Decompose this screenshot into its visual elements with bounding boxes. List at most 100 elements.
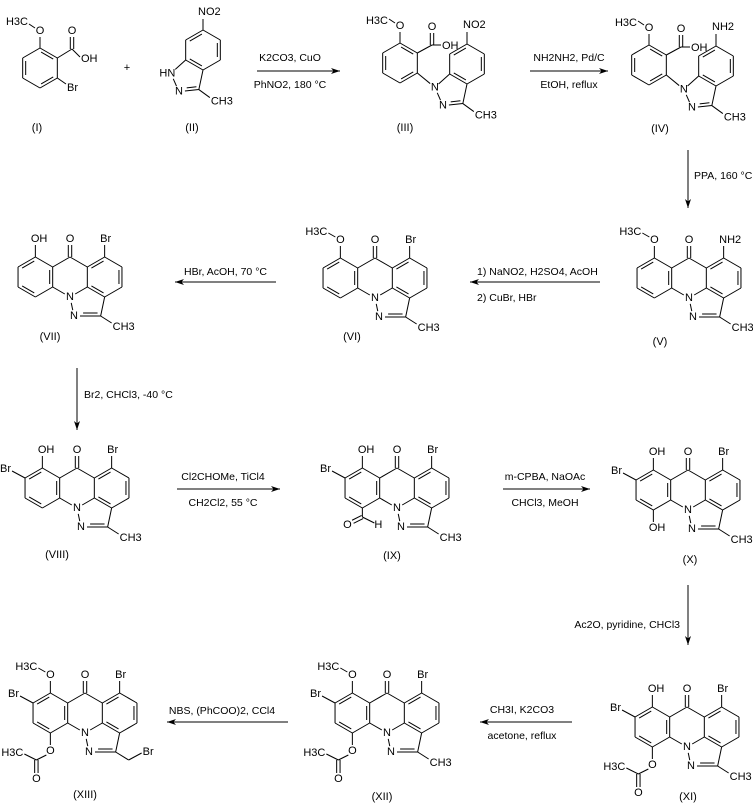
atom-label: Br [0,463,11,475]
bond [11,470,26,479]
double-bond [392,287,410,299]
double-bond-inner [702,74,716,83]
bond [723,257,742,269]
double-bond [24,497,43,509]
double-bond-inner [640,261,654,270]
bond [111,467,130,479]
bond [104,256,123,268]
double-bond [404,722,422,734]
bond [637,20,645,26]
atom-label: OH [442,40,459,52]
atom-label: Br [717,683,728,695]
bond [52,286,66,295]
double-bond [636,257,655,269]
reagent-text: 1) NaNO2, H2SO4, AcOH [477,266,598,278]
double-bond [634,736,653,748]
arrowhead-icon [470,279,479,285]
double-bond-inner [450,100,461,103]
double-bond-inner [640,286,654,295]
bond [654,287,672,299]
double-bond [32,692,51,704]
bond [321,695,336,704]
double-bond [353,518,364,524]
bond [352,692,370,704]
atom-label: CH3 [430,757,452,769]
atom-label: CH3 [211,96,233,108]
atom-label: N [685,292,693,304]
bond [652,736,670,748]
reagent-text: m-CPBA, NaOAc [505,471,586,483]
bond [35,256,53,268]
atom-label: H3C [1,747,23,759]
double-bond-inner [699,102,710,105]
double-bond-inner [638,735,652,744]
bond [685,94,690,103]
double-bond [698,45,717,57]
atom-label: N [393,502,401,514]
atom-label: O [36,25,45,37]
double-bond [87,256,105,268]
double-bond-inner [189,33,203,42]
atom-label: Br [610,702,621,714]
atom-label: Br [427,444,438,456]
bond [382,72,401,84]
double-bond-inner [338,721,352,730]
double-bond [87,286,105,298]
bond [100,296,106,317]
reagent-text: CH3I, K2CO3 [490,704,554,716]
reaction-step-9: Ac2O, pyridine, CHCl3 [574,585,691,645]
double-bond [102,692,120,704]
double-bond [334,722,353,734]
bond [382,42,401,54]
bond [115,732,121,753]
bond [622,472,637,481]
bond [688,515,692,524]
double-bond-inner [21,285,35,294]
bond [669,736,683,745]
double-bond-inner [186,86,197,89]
atom-label: N [77,521,85,533]
reagent-text: NBS, (PhCOO)2, CCl4 [169,705,275,717]
double-bond [634,706,653,718]
bond [328,232,336,238]
bond [362,467,380,479]
double-bond [185,59,204,71]
bond [52,256,71,268]
double-bond [705,499,723,511]
bond [687,752,691,761]
atom-label: H3C [303,747,325,759]
atom-label: Br [417,669,428,681]
double-bond-inner [710,261,723,270]
double-bond [322,257,341,269]
arrowhead-icon [331,68,340,74]
double-bond [449,43,468,55]
atom-label: NO2 [198,6,221,18]
bond [653,469,671,481]
bond [417,72,431,84]
double-bond [344,467,363,479]
arrowhead-icon [175,279,184,285]
bond [379,497,393,506]
double-bond-inner [326,261,340,270]
double-bond-inner [106,721,119,730]
double-bond [32,722,51,734]
double-bond-inner [106,696,119,705]
atom-label: N [383,727,391,739]
bond [119,692,138,704]
bond [405,316,417,325]
atom-label: O [648,759,657,771]
bond [396,467,415,479]
bond [35,286,53,298]
atom-label: H3C [6,16,28,28]
bond [76,467,95,479]
double-bond [706,287,724,299]
bond [111,497,130,509]
arrowhead-icon [74,421,80,430]
bond [50,722,68,734]
